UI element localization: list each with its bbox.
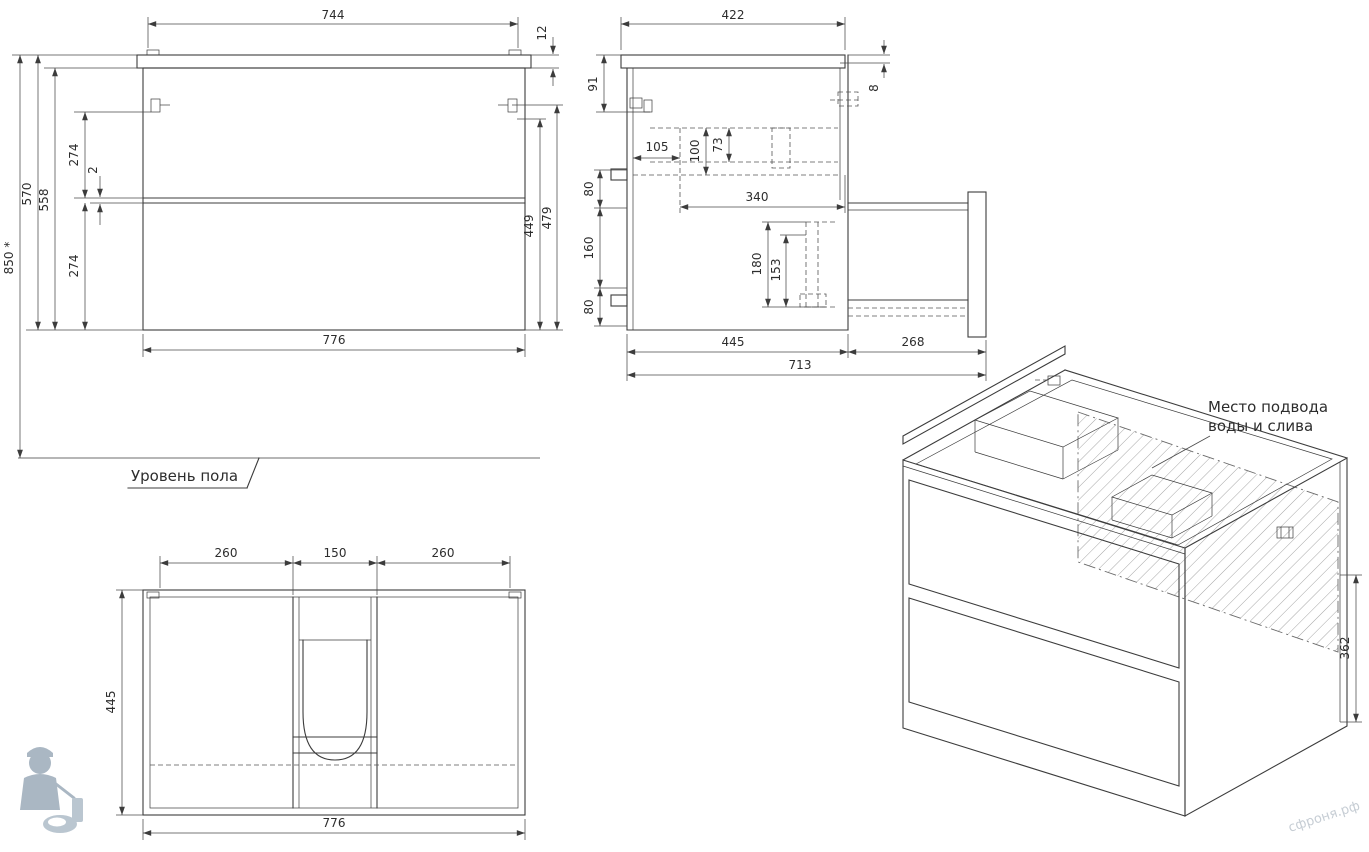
dim-713: 713: [789, 358, 812, 372]
dim-776-top: 776: [323, 816, 346, 830]
front-view-outline: [136, 49, 532, 331]
hinge-bracket-right: [507, 98, 518, 113]
toilet-tank: [72, 798, 83, 822]
watermark: сфроня.рф: [1287, 799, 1362, 836]
note-line1: Место подвода: [1208, 398, 1328, 416]
dim-422: 422: [722, 8, 745, 22]
dim-80-lower: 80: [582, 299, 596, 314]
side-view: 422 8 91 105 100 73 340: [582, 8, 987, 381]
dim-80-upper: 80: [582, 181, 596, 196]
wall-bracket-lower: [610, 294, 628, 307]
dim-150: 150: [324, 546, 347, 560]
dim-445-top: 445: [104, 691, 118, 714]
dim-274-upper: 274: [67, 144, 81, 167]
dim-776-front: 776: [323, 333, 346, 347]
note-line2: воды и слива: [1208, 417, 1313, 435]
dim-340: 340: [746, 190, 769, 204]
pulled-out-drawer: [847, 191, 987, 338]
cabinet-body-top: [142, 589, 526, 816]
iso-cabinet: [902, 345, 1348, 817]
plumber-head: [29, 752, 51, 774]
dim-73: 73: [711, 137, 725, 152]
dim-8: 8: [867, 84, 881, 92]
countertop-front: [136, 54, 532, 69]
iso-drawer-lower: [908, 597, 1180, 787]
dim-445-side: 445: [722, 335, 745, 349]
dim-260-right: 260: [432, 546, 455, 560]
dim-105: 105: [646, 140, 669, 154]
side-view-outline: [610, 54, 849, 331]
floor-label: Уровень пола: [131, 467, 238, 485]
front-view: 744 12 850 * 570 558 274: [2, 8, 563, 489]
iso-back-rail: [902, 345, 1066, 445]
dim-2: 2: [86, 166, 100, 174]
dim-479: 479: [540, 207, 554, 230]
dim-570: 570: [20, 183, 34, 206]
front-view-dimensions: 744 12 850 * 570 558 274: [2, 8, 563, 458]
iso-side-face: [1184, 457, 1348, 817]
iso-drawer-upper: [908, 479, 1180, 669]
wall-hatch-plane: [1077, 411, 1339, 653]
dim-362: 362: [1338, 637, 1352, 660]
plumber-arm: [54, 782, 76, 800]
top-view-dimensions: 260 150 260 445 776: [104, 546, 526, 840]
floor-level: Уровень пола: [18, 457, 540, 489]
drain-fitting: [1276, 526, 1294, 539]
cabinet-body-front: [142, 67, 526, 331]
toilet-seat-hole: [48, 817, 66, 827]
dim-100: 100: [688, 140, 702, 163]
dim-160: 160: [582, 237, 596, 260]
plumber-body: [20, 774, 60, 810]
dim-449: 449: [522, 215, 536, 238]
dim-268: 268: [902, 335, 925, 349]
dim-274-lower: 274: [67, 255, 81, 278]
hinge-bracket-left: [150, 98, 161, 113]
side-view-hidden-lines: [633, 91, 968, 317]
top-view: 260 150 260 445 776: [104, 546, 526, 840]
dim-850: 850 *: [2, 242, 16, 275]
siphon-cutout: [302, 639, 368, 761]
countertop-side: [620, 54, 846, 69]
dim-12: 12: [535, 25, 549, 40]
iso-annotation: Место подвода воды и слива 362: [1151, 398, 1362, 723]
dim-180: 180: [750, 253, 764, 276]
plumber-logo: [20, 747, 83, 833]
isometric-view: Место подвода воды и слива 362: [902, 345, 1362, 817]
side-view-dimensions: 422 8 91 105 100 73 340: [582, 8, 987, 381]
drawer-front-panel: [967, 191, 987, 338]
dim-153: 153: [769, 259, 783, 282]
wall-bracket-upper: [610, 168, 628, 181]
dim-744: 744: [322, 8, 345, 22]
dim-260-left: 260: [215, 546, 238, 560]
top-view-outline: [142, 589, 526, 816]
dim-558: 558: [37, 189, 51, 212]
dim-91: 91: [586, 76, 600, 91]
iso-top-opening: [915, 379, 1333, 546]
